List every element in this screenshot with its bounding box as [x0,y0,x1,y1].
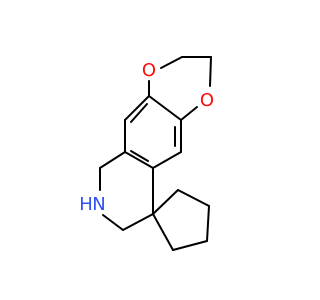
bond-cp1-cp2 [177,189,210,207]
nitrogen-atom: N [92,194,105,215]
bond-cp3-cp4 [172,240,208,251]
bond-cp4-spiro [152,213,174,251]
cyclopentane-ring [152,189,210,251]
bond-spiro-cp1 [152,189,179,215]
background [0,0,300,300]
bond-c5-ch2 [99,151,126,169]
oxygen-atom-right: O [200,90,214,111]
bond-ar-inner-3 [130,103,148,123]
molecule-structure: O O H N [0,0,300,300]
bond-cp2-cp3 [206,205,210,242]
bond-ar-c1-c2 [148,95,182,121]
dioxane-ring [148,56,212,121]
nitrogen-h-label: H [79,194,93,215]
oxygen-atom-top: O [142,60,156,81]
bond-o-right-ar [180,106,198,121]
bond-ch2-o-right [209,56,212,87]
bond-n-ch2 [102,214,124,231]
piperidine-ring [99,151,154,231]
bond-ar-c3-c4 [152,151,182,169]
bond-ch2-spiro [122,213,154,231]
bond-ar-c4-c5 [124,151,154,169]
bond-ar-c6-c1 [124,95,150,121]
bond-ar-inner-2 [130,150,149,162]
benzene-ring [124,95,182,169]
bond-ch2-o-top [160,56,183,69]
